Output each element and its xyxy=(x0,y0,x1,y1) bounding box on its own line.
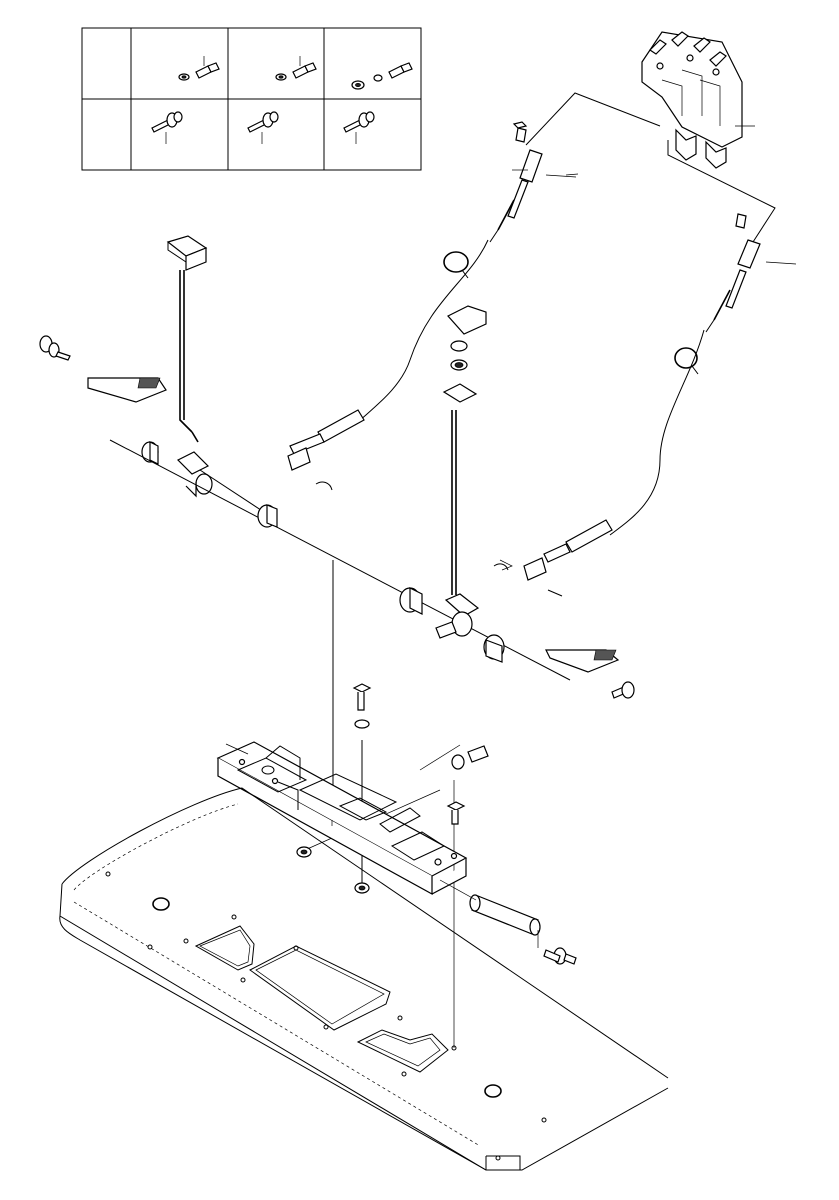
legend-flange-bolt-3 xyxy=(343,111,375,144)
left-bushing xyxy=(141,441,159,465)
bracket-bolt-small xyxy=(446,801,466,825)
legend-flange-bolt-1 xyxy=(151,111,183,144)
left-foot-pedal xyxy=(87,377,167,403)
control-valve-assembly xyxy=(641,31,755,169)
left-bolt xyxy=(39,335,71,361)
legend-flange-bolt-2 xyxy=(247,111,279,144)
right-lever xyxy=(435,305,487,639)
cross-shaft xyxy=(109,439,571,681)
legend-bolt-washer-2 xyxy=(275,56,317,81)
mounting-bracket xyxy=(216,741,468,896)
floor-plate xyxy=(59,787,669,1171)
right-control-cable xyxy=(499,213,797,597)
bracket-nut-left xyxy=(296,846,312,858)
left-control-cable xyxy=(287,121,579,471)
pivot-pin xyxy=(469,894,541,948)
pivot-bolt xyxy=(543,947,577,965)
left-pedal-lever xyxy=(166,235,213,498)
fastener-legend-table xyxy=(81,27,422,171)
right-bolt xyxy=(611,681,635,699)
bracket-nut-bottom xyxy=(354,882,370,894)
legend-bolt-washer-1 xyxy=(178,56,220,81)
legend-bolt-washer-3 xyxy=(351,62,413,90)
bracket-bolt-top xyxy=(352,683,372,729)
bracket-bolt-right xyxy=(451,745,489,770)
right-foot-pedal xyxy=(545,649,620,673)
